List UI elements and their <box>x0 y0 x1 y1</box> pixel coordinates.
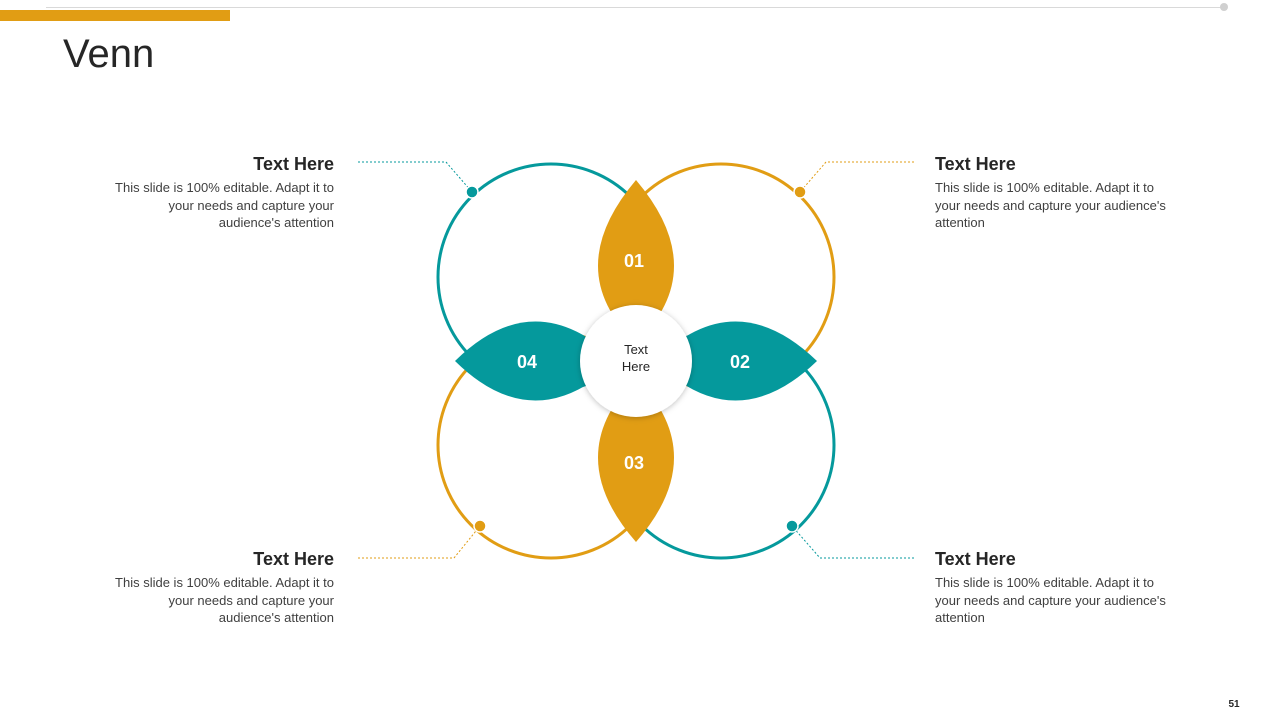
callout-bottom-left: Text Here This slide is 100% editable. A… <box>94 548 334 627</box>
connector-bottom-right <box>791 525 914 559</box>
center-label-line1: Text <box>624 342 648 357</box>
slide-title: Venn <box>63 32 155 76</box>
callout-heading: Text Here <box>935 549 1016 569</box>
connector-top-right <box>799 161 914 193</box>
top-divider-line <box>46 7 1224 8</box>
center-circle <box>580 305 692 417</box>
top-accent-bar <box>0 10 230 21</box>
connector-bottom-left <box>358 525 481 559</box>
callout-top-right: Text Here This slide is 100% editable. A… <box>935 153 1175 232</box>
page-number: 51 <box>1228 699 1240 710</box>
petal-02-number: 02 <box>730 352 750 372</box>
petal-04-number: 04 <box>517 352 537 372</box>
callout-body: This slide is 100% editable. Adapt it to… <box>115 575 334 625</box>
petal-04 <box>455 321 617 401</box>
connector-dot-bottom-right <box>785 519 799 533</box>
top-divider-dot <box>1220 3 1228 11</box>
center-label-line2: Here <box>622 359 650 374</box>
callout-body: This slide is 100% editable. Adapt it to… <box>935 180 1166 230</box>
callout-heading: Text Here <box>935 154 1016 174</box>
callout-body: This slide is 100% editable. Adapt it to… <box>935 575 1166 625</box>
connector-dot-top-left <box>465 185 479 199</box>
petal-03-number: 03 <box>624 453 644 473</box>
connector-dot-bottom-left <box>473 519 487 533</box>
petal-03 <box>598 378 674 542</box>
callout-top-left: Text Here This slide is 100% editable. A… <box>94 153 334 232</box>
connector-top-left <box>358 161 473 193</box>
callout-body: This slide is 100% editable. Adapt it to… <box>115 180 334 230</box>
petal-02 <box>655 321 817 401</box>
callout-bottom-right: Text Here This slide is 100% editable. A… <box>935 548 1175 627</box>
callout-heading: Text Here <box>253 549 334 569</box>
petal-01-number: 01 <box>624 251 644 271</box>
callout-heading: Text Here <box>253 154 334 174</box>
petal-01 <box>598 180 674 343</box>
connector-dot-top-right <box>793 185 807 199</box>
